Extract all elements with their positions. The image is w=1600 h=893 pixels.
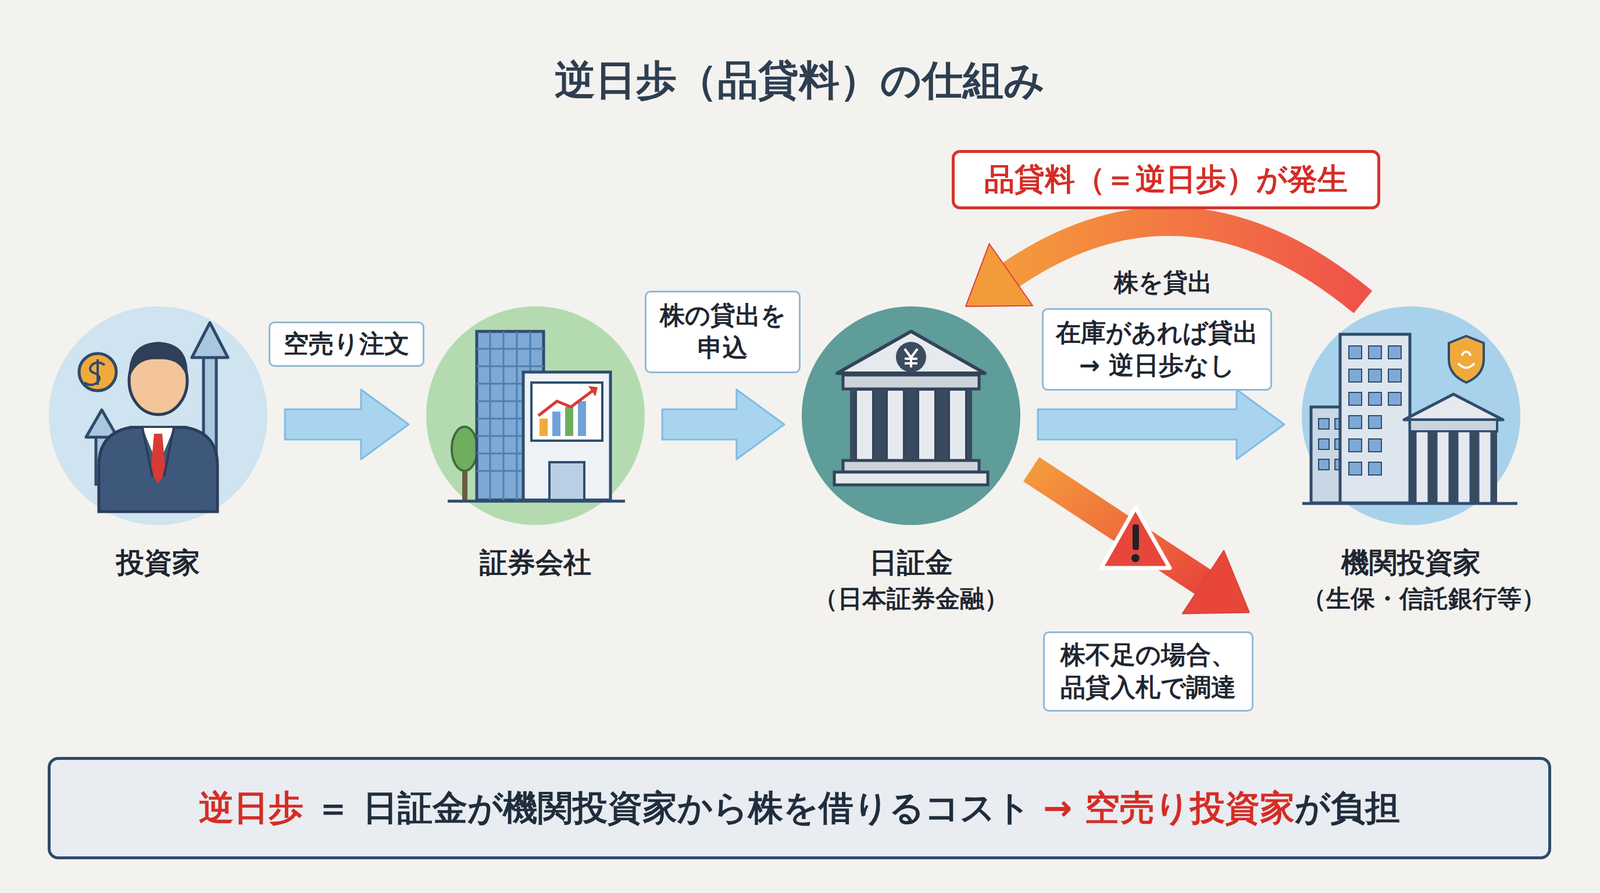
curved-arrow [1031,469,1209,585]
flow-arrow [1031,469,1250,614]
edge-label: 株不足の場合、 品貸入札で調達 [1043,631,1254,712]
entity-node: 日証金 （日本証券金融） [801,306,1021,614]
box-text: ＝ 日証金が機関投資家から株を借りるコスト [315,784,1031,832]
node-circle [426,306,645,525]
text-box: 逆日歩＝ 日証金が機関投資家から株を借りるコスト→ 空売り投資家が負担 [47,756,1552,860]
edge-label: 空売り注文 [268,321,425,367]
institution-icon [1302,334,1518,504]
box-text: 品貸料（＝逆日歩）が発生 [984,159,1348,200]
edge-label: 株の貸出を 申込 [644,290,801,374]
box-text: 逆日歩 [198,784,304,832]
edge-label: 株を貸出 [1113,266,1213,299]
arrow-head [1182,550,1250,614]
text-box: 品貸料（＝逆日歩）が発生 [951,150,1381,210]
flow-arrow [1037,389,1285,460]
bank-icon [834,331,988,485]
node-label: 機関投資家 [1301,545,1521,580]
node-label: 証券会社 [426,545,645,580]
arrow-head [965,243,1033,307]
box-text: が負担 [1294,784,1400,832]
box-text: → 空売り投資家 [1043,784,1295,832]
block-arrow [284,389,409,460]
node-sublabel: （日本証券金融） [801,584,1021,614]
node-label: 日証金 [801,545,1021,580]
edge-label: 在庫があれば貸出 → 逆日歩なし [1041,308,1273,391]
node-circle [801,306,1021,525]
node-circle [48,306,268,525]
diagram-title: 逆日歩（品貸料）の仕組み [0,53,1600,109]
entity-node: 投資家 [48,306,268,580]
flow-arrow [662,389,785,460]
entity-node: 機関投資家 （生保・信託銀行等） [1301,306,1521,614]
broker-icon [447,331,625,502]
block-arrow [1037,389,1285,460]
investor-icon [79,322,228,512]
block-arrow [662,389,785,460]
warning-icon [1101,507,1170,569]
flow-arrow [284,389,409,460]
node-sublabel: （生保・信託銀行等） [1301,584,1521,614]
flow-arrow [965,221,1363,307]
entity-node: 証券会社 [426,306,645,580]
node-circle [1301,306,1521,525]
node-label: 投資家 [48,545,268,580]
curved-arrow [1006,221,1363,303]
